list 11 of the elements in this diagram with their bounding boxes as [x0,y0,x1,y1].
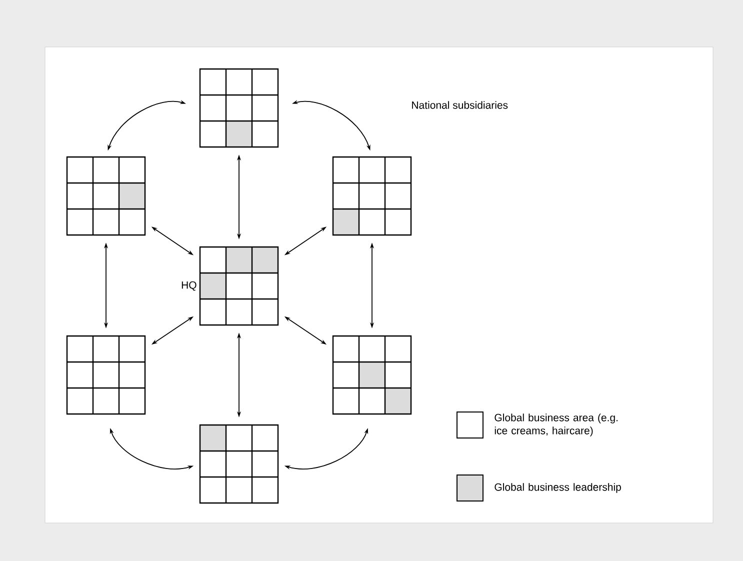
node-caption: HQ [182,281,196,291]
matrix-grid-drawing [199,246,279,326]
matrix-grid-drawing [332,156,412,236]
legend-text: Global business leadership [494,483,621,493]
diagram-label: National subsidiaries [412,101,508,109]
matrix-grid-drawing [66,335,146,415]
matrix-grid-drawing [199,68,279,148]
matrix-grid-drawing [66,156,146,236]
matrix-grid-drawing [199,424,279,504]
legend-text: Global business area (e.g. ice creams, haircare) [494,414,618,436]
matrix-grid-drawing [332,335,412,415]
